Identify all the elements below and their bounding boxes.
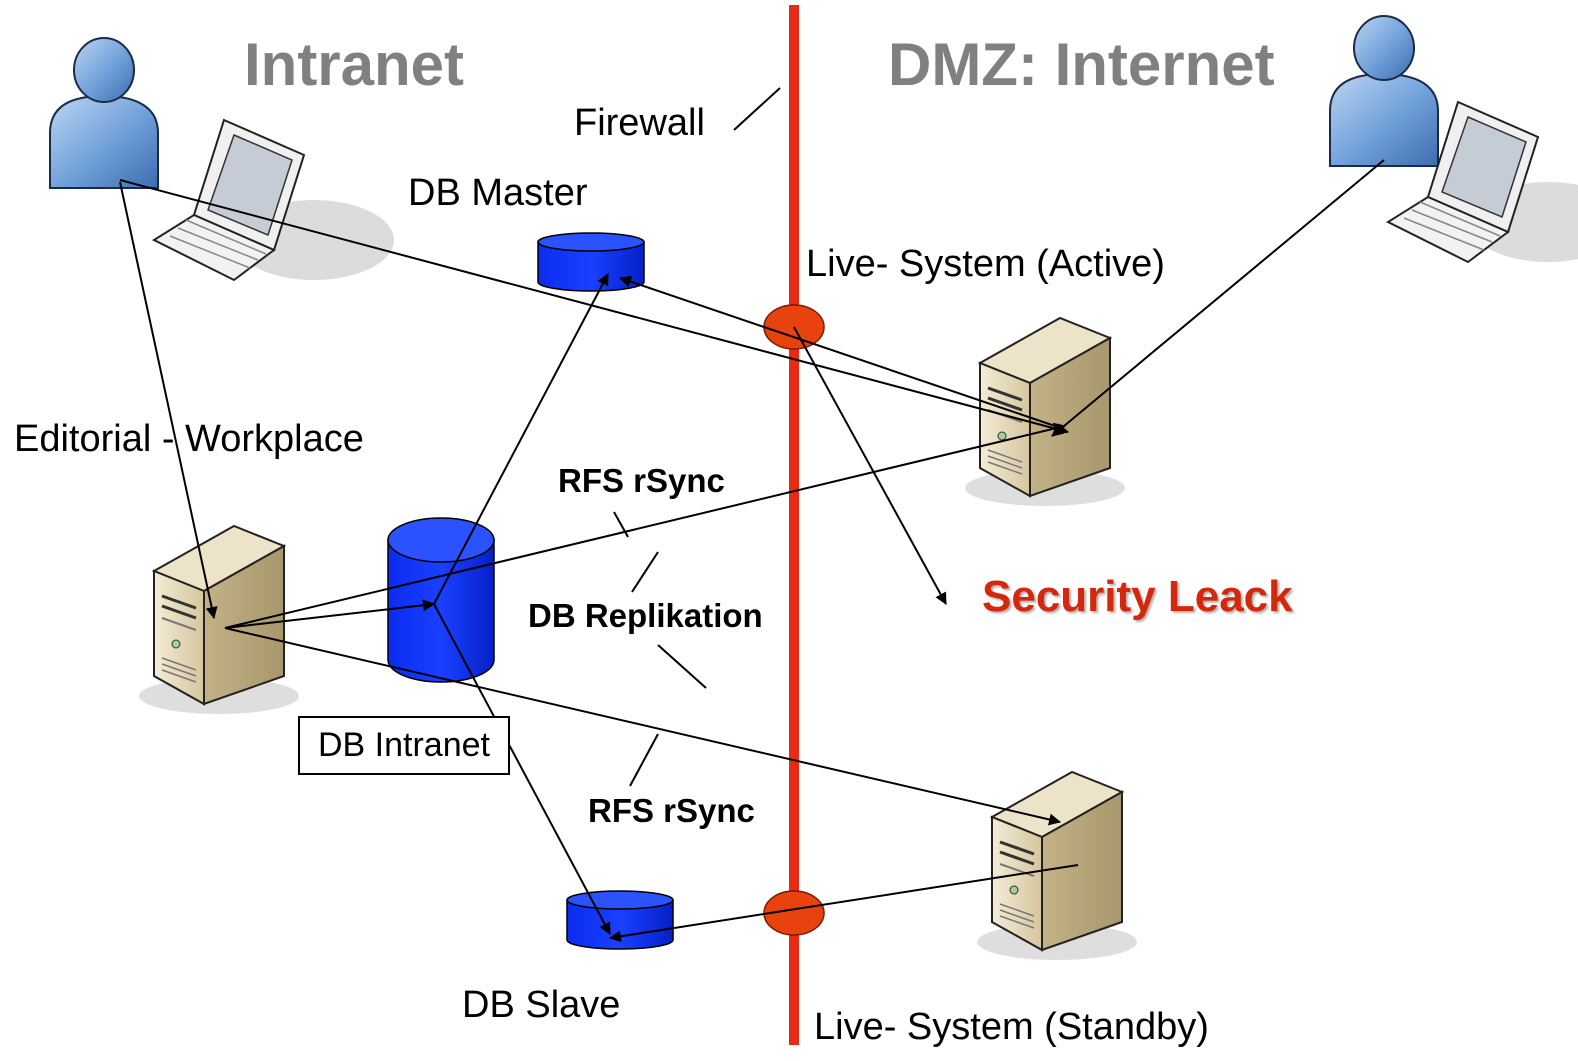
connector-user-to-editorial-server [119,181,218,619]
live-active-label: Live- System (Active) [806,243,1165,285]
intranet-user-icon [49,37,159,189]
firewall-leader [733,87,781,131]
rfs-rsync-bottom-leader [629,733,659,787]
connector-server-to-db-intranet [224,599,435,629]
db-replikation-leader-bottom [657,644,707,689]
db-intranet-icon [387,517,495,683]
connector-internet-user-to-live-active [1051,159,1385,437]
rfs-rsync-top-label: RFS rSync [558,462,725,499]
intranet-server-icon [137,524,301,716]
dmz-zone-title: DMZ: Internet [888,31,1275,98]
db-master-icon [537,232,645,292]
live-standby-server-icon [975,770,1139,962]
internet-user-icon [1329,15,1439,167]
connector-breach-to-security-leak [793,326,947,605]
connector-rsync-to-live-standby [224,627,1061,826]
connector-rsync-to-live-active [224,422,1066,629]
db-slave-icon [566,890,674,950]
firewall-label: Firewall [574,102,705,144]
rfs-rsync-top-leader [613,511,629,538]
db-replikation-leader-top [631,551,659,593]
editorial-workplace-label: Editorial - Workplace [14,418,364,460]
connector-db-intranet-to-db-master [433,273,609,605]
firewall-line [789,5,799,1045]
connector-db-intranet-to-db-slave [433,603,611,935]
intranet-laptop-icon [153,119,395,281]
live-standby-label: Live- System (Standby) [814,1006,1209,1048]
security-leak-label: Security Leack [982,572,1293,621]
connector-live-active-to-db-master [619,275,1056,427]
connections [119,87,1385,943]
connector-intranet-user-to-live-active [119,179,1069,435]
db-master-label: DB Master [408,172,588,214]
rfs-rsync-bottom-label: RFS rSync [588,792,755,829]
intranet-zone-title: Intranet [244,31,465,98]
db-intranet-label: DB Intranet [298,716,510,775]
db-replikation-label: DB Replikation [528,597,763,634]
connector-live-standby-to-db-slave [609,864,1079,943]
db-slave-label: DB Slave [462,984,621,1026]
